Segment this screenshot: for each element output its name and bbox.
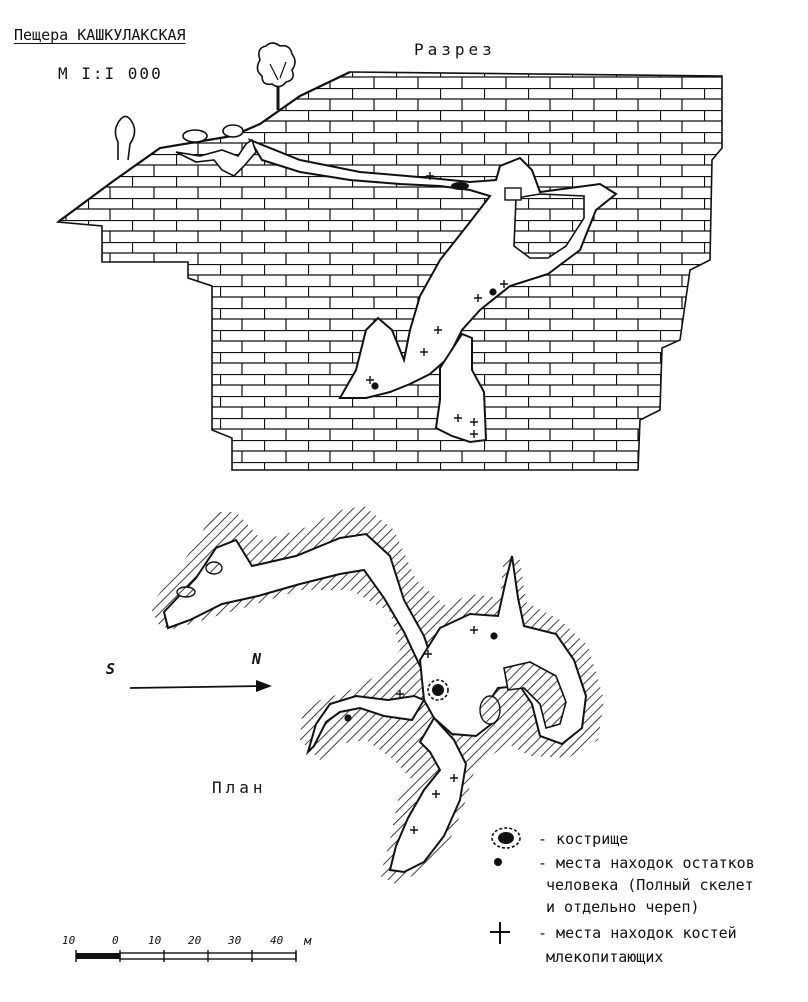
plan-label: План (212, 778, 267, 797)
scale-tick-label: 30 (228, 934, 242, 947)
legend-campfire-label: - кострище (538, 830, 629, 848)
cave-shaft-lower (434, 332, 488, 444)
legend-mammal-bones-icon (490, 922, 510, 944)
compass-south-label: S (106, 660, 116, 678)
scale-bar (75, 950, 297, 962)
plan-campfire-mark (427, 679, 449, 701)
bush-icon (114, 115, 136, 161)
compass-arrow-icon (129, 680, 272, 692)
plan-passage-southwest (305, 694, 426, 756)
plan-passage-south (388, 716, 468, 874)
compass-north-label: N (252, 650, 262, 668)
cave-chamber-small-1 (182, 129, 208, 143)
plan-human-remains-2 (344, 714, 352, 722)
legend-human-remains-label-2: человека (Полный скелет (546, 876, 754, 894)
scale-tick-label: 10 (148, 934, 162, 947)
legend-human-remains-icon (494, 858, 502, 866)
plan-view (129, 506, 604, 884)
scale-tick-label: 10 (62, 934, 76, 947)
cave-opening-small (504, 187, 522, 201)
legend-human-remains-label-3: и отдельно череп) (546, 898, 700, 916)
legend-mammal-bones-label-2: млекопитающих (546, 948, 664, 966)
plan-rock-hatch (150, 506, 604, 884)
scale-tick-label: 40 (270, 934, 284, 947)
section-label: Разрез (414, 40, 496, 59)
scale-tick-label: 20 (188, 934, 202, 947)
scale-unit-label: м (304, 934, 312, 948)
section-view (55, 42, 723, 471)
map-title: Пещера КАШКУЛАКСКАЯ (14, 26, 186, 44)
plan-mammal-bones (396, 626, 478, 834)
section-campfire-mark (451, 182, 469, 190)
plan-rock-island (503, 661, 567, 729)
cave-chamber-small-2 (222, 124, 244, 138)
rock-massif (55, 71, 723, 471)
section-human-remains-1 (489, 288, 497, 296)
plan-pillar-1 (205, 561, 223, 575)
legend-campfire-icon (491, 827, 521, 849)
legend-symbols (490, 827, 521, 944)
rock-pillar (513, 193, 585, 259)
plan-pillar-3 (479, 695, 501, 725)
cave-entrance-passage (175, 138, 257, 177)
legend-human-remains-label: - места находок остатков (538, 854, 755, 872)
section-mammal-bones (366, 172, 508, 438)
legend-mammal-bones-label: - места находок костей (538, 924, 737, 942)
section-human-remains-2 (371, 382, 379, 390)
tree-icon (256, 42, 296, 110)
scale-tick-label: 0 (112, 934, 119, 947)
plan-human-remains-1 (490, 632, 498, 640)
plan-pillar-2 (176, 586, 196, 598)
scale-ratio: M I:I 000 (58, 64, 163, 83)
